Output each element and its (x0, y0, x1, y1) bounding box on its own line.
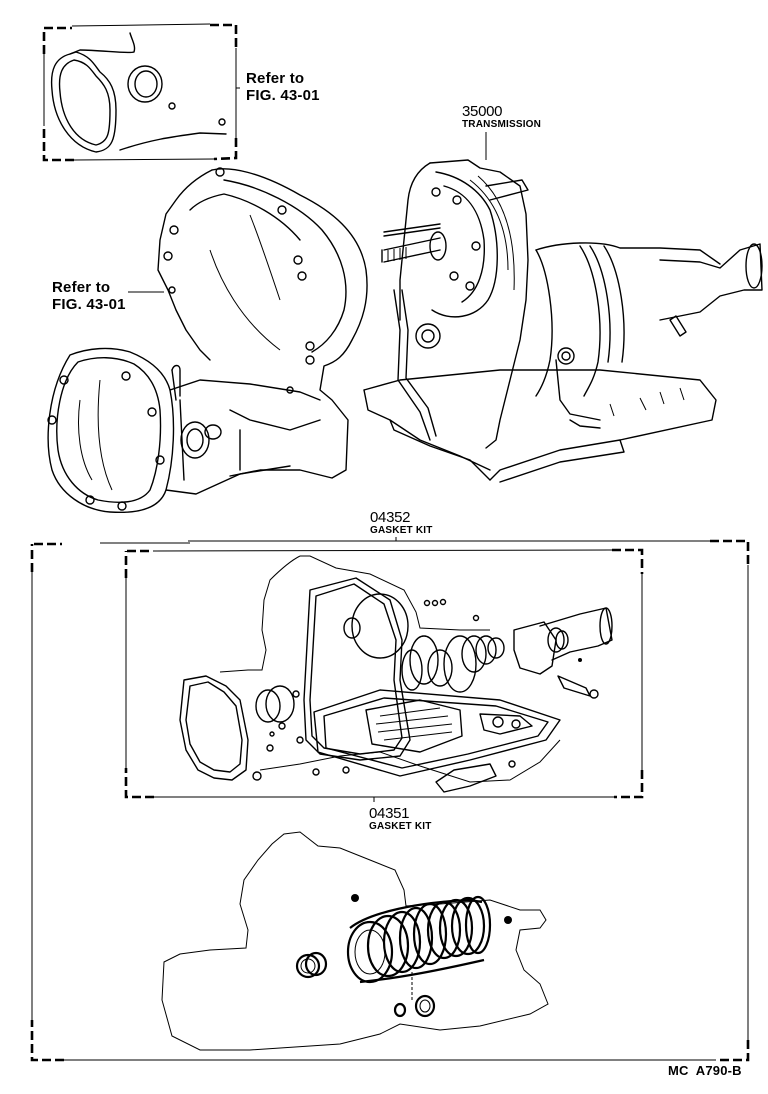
ref-line2: FIG. 43-01 (52, 296, 126, 313)
figure-code: MC A790-B (668, 1063, 742, 1078)
ref-line2: FIG. 43-01 (246, 87, 320, 104)
part-number: 04352 (370, 509, 411, 526)
transmission-callout: 35000 TRANSMISSION (462, 104, 541, 130)
part-name: TRANSMISSION (462, 119, 542, 130)
gasket-kit-inner-box (124, 548, 644, 802)
ref-line1: Refer to (246, 70, 305, 87)
ref-line1: Refer to (52, 279, 111, 296)
ref-fig-callout-left: Refer to FIG. 43-01 (52, 279, 126, 313)
part-name: GASKET KIT (370, 525, 433, 536)
gasket-kit-outer-callout: 04352 GASKET KIT (370, 510, 433, 536)
clutch-pack-drawing (161, 831, 549, 1051)
converter-housing-drawing (47, 167, 368, 514)
gasket-kit-outer-box (30, 537, 750, 1062)
part-number: 35000 (462, 103, 503, 120)
converter-gasket-box (42, 23, 240, 162)
gasket-kit-inner-callout: 04351 GASKET KIT (369, 806, 432, 832)
transmission-drawing (363, 132, 763, 483)
part-number: 04351 (369, 805, 410, 822)
ref-fig-callout-top: Refer to FIG. 43-01 (246, 70, 320, 104)
gasket-kit-exploded-drawing (179, 555, 613, 793)
part-name: GASKET KIT (369, 821, 432, 832)
